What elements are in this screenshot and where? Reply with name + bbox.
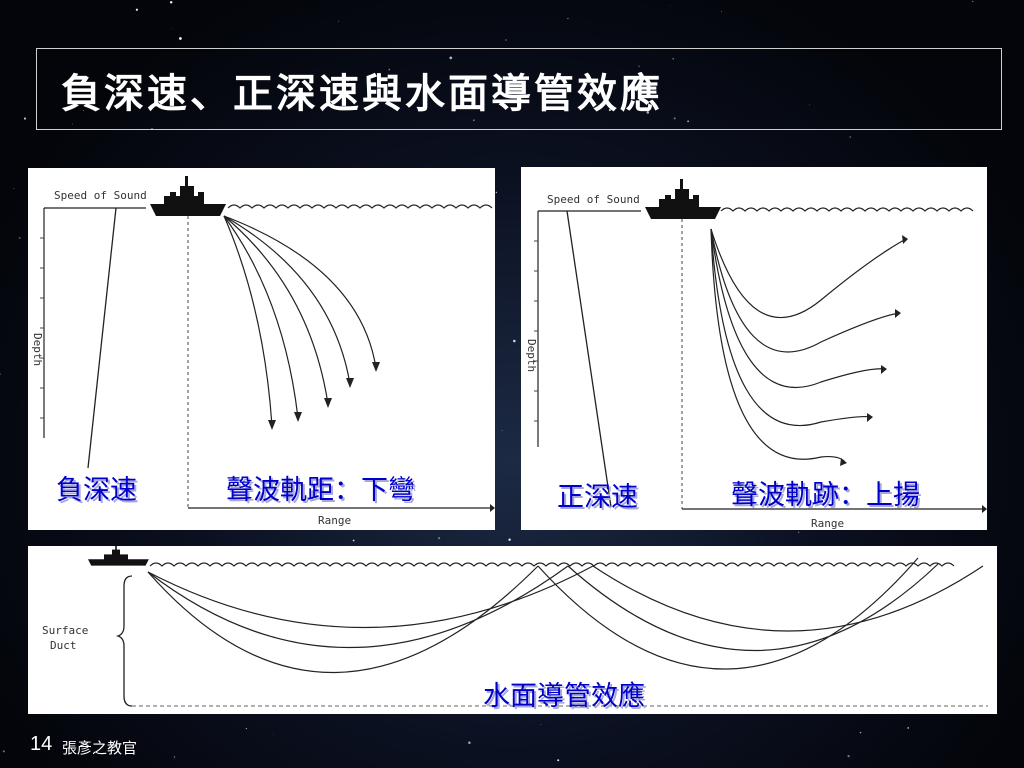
star [0,373,1,375]
star [449,56,453,60]
star [245,728,247,730]
star [272,734,274,735]
sound-rays-downward [223,215,377,427]
star [338,20,339,22]
star [169,1,173,4]
caption-surface-duct: 水面導管效應 [483,681,645,712]
star [634,76,635,77]
sound-speed-profile [87,207,117,469]
star [347,79,350,82]
surface-duct-diagram: Surface Duct [42,546,988,707]
star [23,117,27,120]
star [513,339,516,343]
caption-negative-gradient: 負深速 [56,475,137,506]
sea-surface [149,562,955,567]
sea-surface [227,204,493,209]
star [505,39,507,41]
page-number: 14 [30,733,53,755]
star [646,111,650,114]
star [173,756,176,758]
star [638,65,640,68]
star [2,750,5,753]
star [472,119,475,122]
star [972,0,974,3]
range-axis-label: Range [811,517,844,530]
depth-axis-label: Depth [525,339,538,372]
star [135,8,139,11]
star [859,731,862,734]
star [673,117,676,120]
star [687,120,690,123]
star [495,191,498,194]
star [13,187,15,189]
star [669,5,671,7]
ship-icon [88,546,149,566]
ray-arrowheads [268,362,380,430]
depth-axis-label: Depth [31,333,44,366]
star [907,727,909,729]
star [468,741,471,744]
star [437,537,441,540]
duct-label-line2: Duct [50,639,77,652]
duct-sound-rays [147,557,984,674]
star [501,430,503,432]
star [352,539,355,542]
star [71,123,73,125]
star [508,538,511,541]
speed-axis-label: Speed of Sound [54,189,147,202]
caption-ray-downward: 聲波軌距：下彎 [226,475,415,506]
panel-surface-duct: Surface Duct 水面導管效應 [28,546,997,714]
ship-icon [645,179,721,219]
star [849,136,851,138]
sound-speed-profile [566,210,612,508]
star [557,759,560,762]
positive-gradient-diagram: Speed of Sound Depth Range [525,179,987,530]
star [388,68,391,71]
panel-positive-gradient: Speed of Sound Depth Range [521,167,987,530]
author-name: 張彥之教官 [62,740,138,757]
caption-ray-upward: 聲波軌跡：上揚 [731,480,920,511]
star [301,766,302,768]
star [567,17,569,20]
ray-arrowheads [840,235,908,466]
star [720,10,722,12]
star [847,754,850,758]
duct-bracket [115,575,133,707]
star [809,104,810,106]
sea-surface [720,207,974,212]
star [151,128,153,130]
slide-title: 負深速、正深速與水面導管效應 [61,70,663,117]
title-frame: 負深速、正深速與水面導管效應 [36,48,1002,130]
sound-rays-upward [710,228,907,463]
ship-icon [150,176,226,216]
panel-negative-gradient: Speed of Sound Depth Range [28,168,495,530]
star [83,110,85,111]
star [179,37,182,40]
depth-ticks [40,237,44,419]
duct-label-line1: Surface [42,624,88,637]
caption-positive-gradient: 正深速 [557,482,638,513]
depth-ticks [534,240,538,422]
range-axis-label: Range [318,514,351,527]
star [608,109,611,112]
star [798,531,800,533]
star [18,236,21,239]
negative-gradient-diagram: Speed of Sound Depth Range [31,176,495,527]
speed-axis-label: Speed of Sound [547,193,640,206]
star [540,723,542,725]
star [172,28,174,30]
star [672,57,675,60]
